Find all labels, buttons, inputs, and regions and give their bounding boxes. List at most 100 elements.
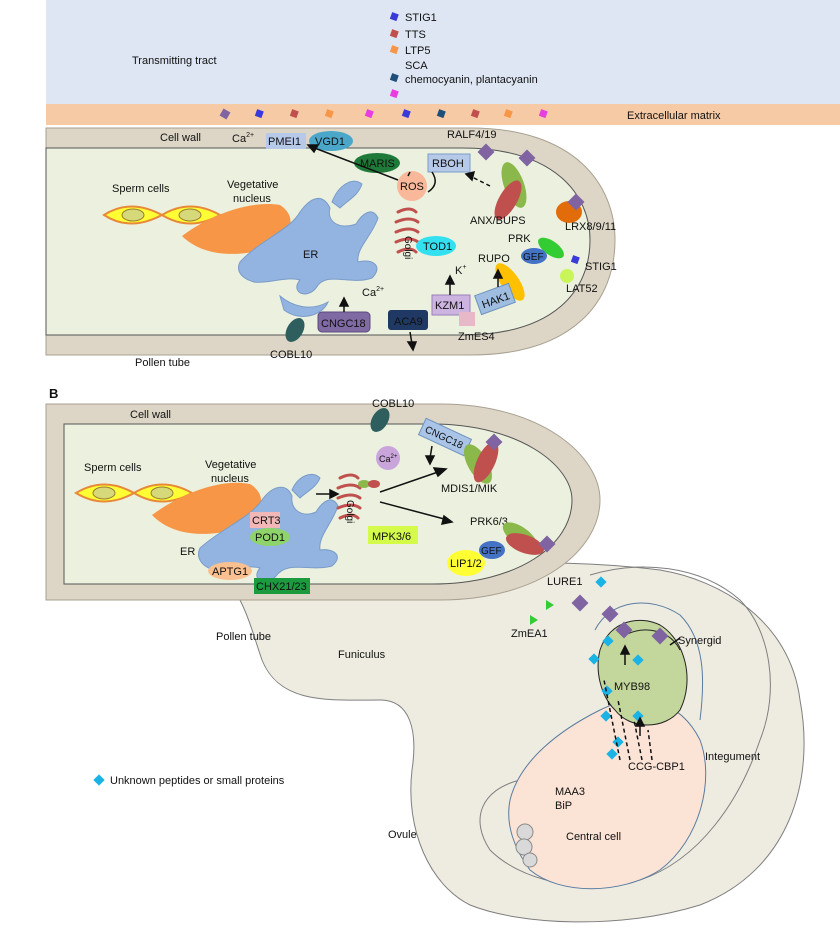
zmes4-peptide	[459, 312, 475, 326]
tod1-protein	[416, 236, 456, 256]
cytoplasm-b	[63, 423, 573, 585]
golgi-label-b: Golgi	[344, 500, 355, 523]
antipodal-cells	[515, 823, 538, 868]
legend-swatch-tts	[389, 29, 399, 39]
prk63-label: PRK6/3	[470, 516, 508, 528]
hak1-protein	[474, 282, 516, 316]
ca-arrows-a	[338, 296, 418, 352]
crt3-protein	[250, 512, 280, 528]
lip-label: LIP1/2	[450, 558, 482, 570]
funiculus-label: Funiculus	[338, 649, 386, 661]
rupo-protein	[495, 263, 525, 301]
kzm1-protein	[431, 294, 471, 316]
legend-swatch-magenta	[389, 89, 399, 99]
ca-label-b: Ca2+	[379, 454, 398, 464]
anx-subunit-red	[494, 180, 522, 220]
ros-label: ROS	[400, 181, 424, 193]
lip-protein	[447, 550, 485, 576]
transmitting-tract-label: Transmitting tract	[132, 55, 217, 67]
lrx-ralf-peptide	[567, 193, 585, 211]
kzm1-label: KZM1	[435, 300, 464, 312]
lat52-label: LAT52	[566, 283, 598, 295]
sperm-nucleus	[178, 208, 202, 222]
mdis-label: MDIS1/MIK	[441, 483, 498, 495]
vgd1-protein	[309, 131, 353, 151]
myb98-label: MYB98	[614, 681, 650, 693]
extracellular-matrix-label: Extracellular matrix	[627, 110, 721, 122]
panel-b-letter: B	[49, 386, 58, 401]
legend-swatch-chemocyanin	[389, 73, 399, 83]
stig1-label: STIG1	[585, 261, 617, 273]
rupo-label: RUPO	[478, 253, 510, 265]
ralf-peptide	[518, 149, 536, 167]
cobl10-label-b: COBL10	[372, 398, 414, 410]
legend-label-ltp5: LTP5	[405, 45, 430, 57]
integument-gap	[479, 566, 771, 887]
golgi-vesicle-green	[358, 480, 370, 488]
maa3-label: MAA3	[555, 786, 585, 798]
legend-swatch-ltp5	[389, 45, 399, 55]
legend-label-tts: TTS	[405, 29, 426, 41]
prk-label: PRK	[508, 233, 531, 245]
prk63-receptor	[502, 522, 556, 555]
sperm-cells-label-b: Sperm cells	[84, 462, 142, 474]
legend-label-sca: SCA	[405, 60, 428, 72]
golgi-vesicle-red	[368, 480, 380, 488]
embryo-sac-outline	[594, 602, 704, 721]
ecm-peptide	[324, 109, 334, 119]
ecm-peptide	[401, 109, 411, 119]
synergid-label: Synergid	[678, 635, 721, 647]
lrx-label: LRX8/9/11	[565, 221, 616, 233]
lure-peptide	[538, 535, 556, 553]
ros-arrows	[306, 144, 491, 193]
cell-wall-label-b: Cell wall	[130, 409, 171, 421]
ca-label-mid: Ca2+	[362, 286, 384, 299]
vegetative-nucleus-b	[152, 482, 262, 534]
zmes4-label: ZmES4	[458, 331, 495, 343]
golgi-arrows	[316, 445, 454, 525]
crt3-label: CRT3	[252, 515, 281, 527]
mpk-label: MPK3/6	[372, 531, 411, 543]
k-label: K+	[455, 264, 466, 277]
ralf-label: RALF4/19	[447, 129, 497, 141]
gef-protein-b	[479, 541, 505, 559]
sperm-cells-a	[102, 205, 223, 225]
gef-label-b: GEF	[481, 546, 502, 557]
prk-protein	[538, 237, 564, 259]
pmei1-label: PMEI1	[268, 136, 301, 148]
unknown-peptide-legend-swatch	[93, 774, 105, 786]
er-label-a: ER	[303, 249, 318, 261]
ecm-peptide	[364, 109, 374, 119]
cobl10-protein-a	[285, 318, 305, 342]
ovule-label: Ovule	[388, 829, 417, 841]
ca-label-top: Ca2+	[232, 132, 254, 145]
ecm-peptides	[219, 108, 548, 120]
central-cell	[508, 699, 707, 890]
sperm-nucleus	[92, 486, 116, 500]
zmea1-triangle	[546, 600, 554, 610]
integument-label: Integument	[705, 751, 760, 763]
pod1-label: POD1	[255, 532, 285, 544]
golgi-label-a: Golgi	[402, 236, 413, 259]
lure1-label: LURE1	[547, 576, 582, 588]
pollen-tube-label-a: Pollen tube	[135, 357, 190, 369]
vegetative-label-a: Vegetative	[227, 179, 278, 191]
central-cell-label: Central cell	[566, 831, 621, 843]
rboh-label: RBOH	[432, 158, 464, 170]
ca-glow-b	[376, 446, 400, 470]
lure-peptides-ovule	[571, 594, 669, 645]
gef-protein-a	[521, 248, 547, 264]
cngc18-label-a: CNGC18	[321, 318, 366, 330]
vegetative-label-b: Vegetative	[205, 459, 256, 471]
cobl10-label-a: COBL10	[270, 349, 312, 361]
unknown-peptides-ovule	[588, 635, 644, 760]
mpk-box	[368, 526, 418, 544]
maris-label: MARIS	[360, 158, 395, 170]
ccg-label: CCG-CBP1	[628, 761, 685, 773]
lure-peptide	[485, 433, 503, 451]
vgd1-label: VGD1	[315, 136, 345, 148]
legend-swatch-stig1	[389, 12, 399, 22]
transmitting-tract-band	[46, 0, 840, 104]
sperm-cells-label-a: Sperm cells	[112, 183, 170, 195]
